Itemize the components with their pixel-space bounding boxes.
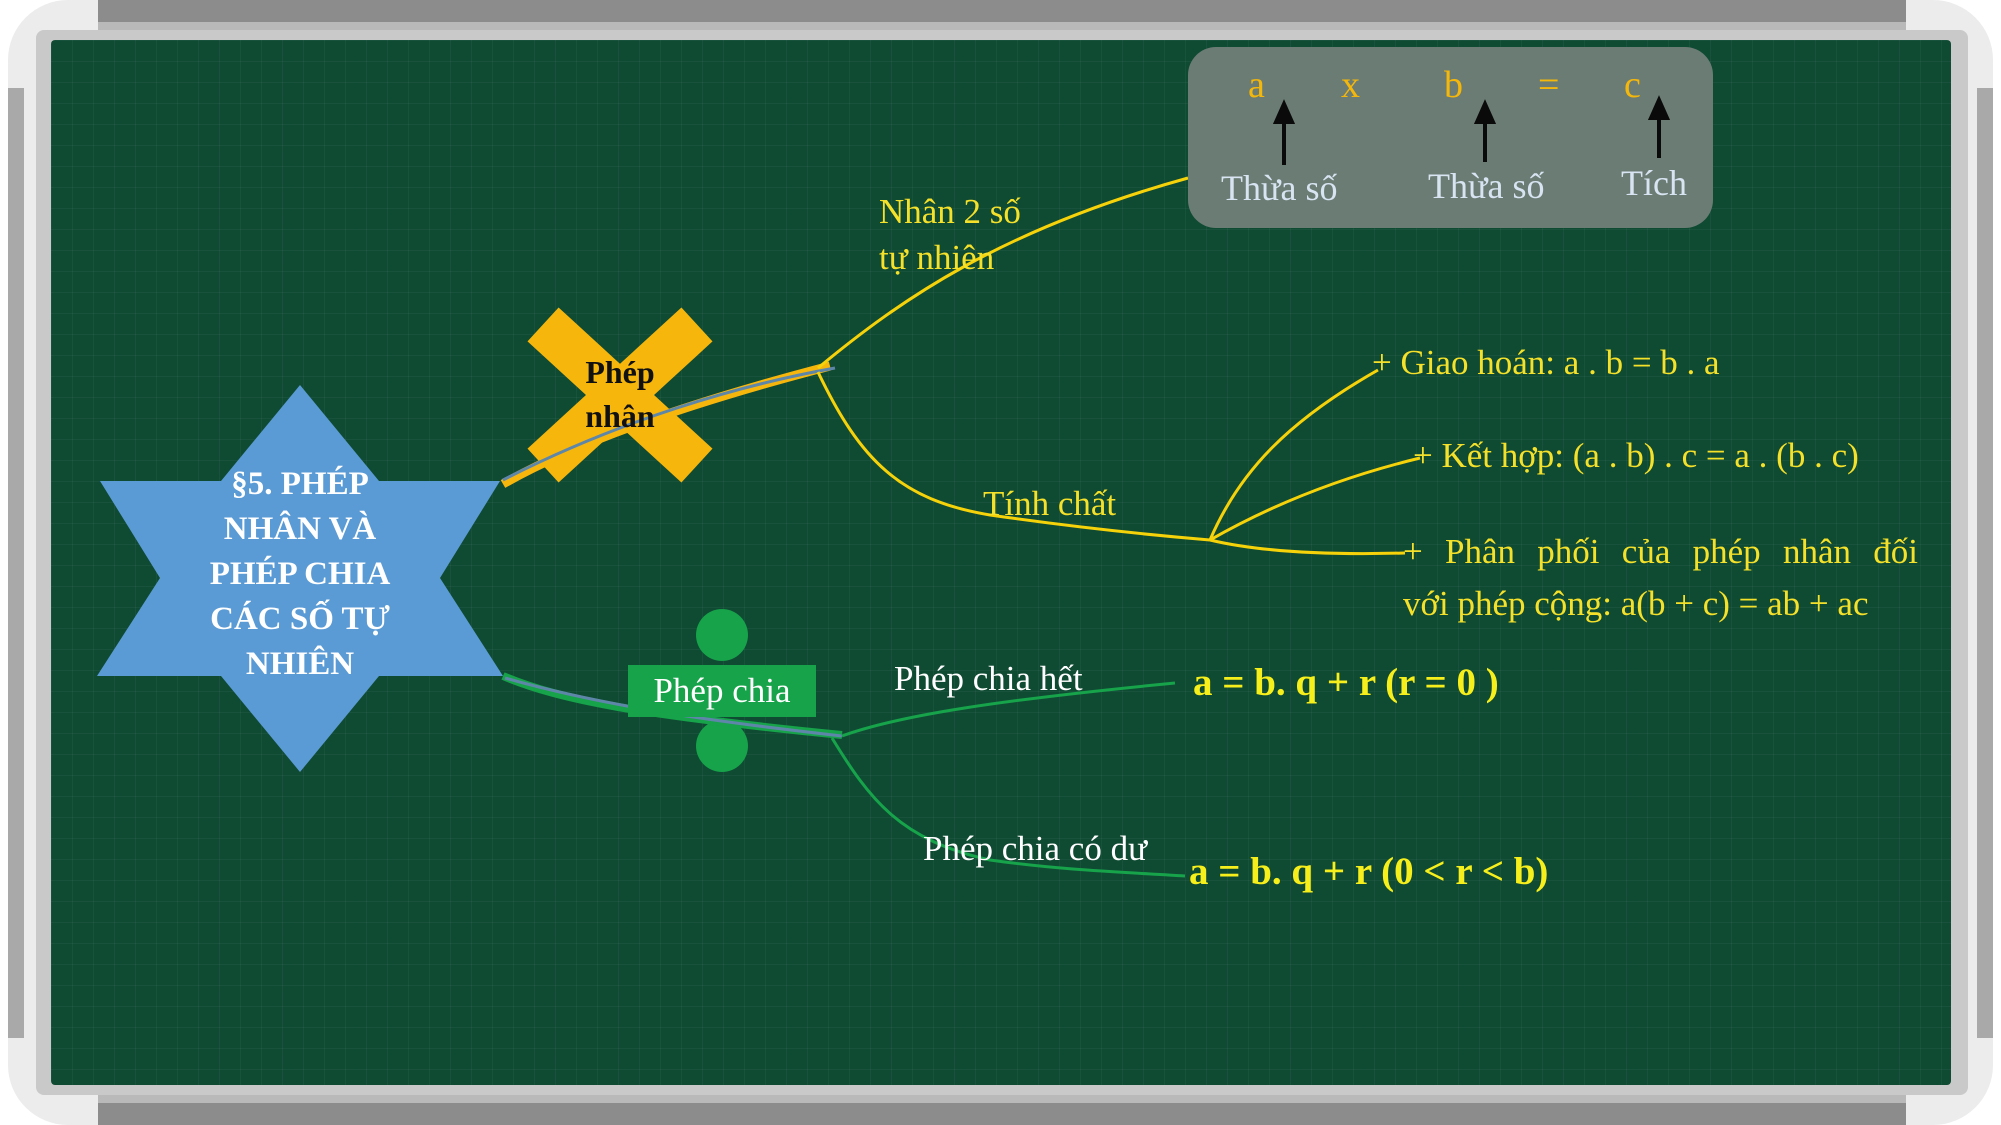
division-to-remainder-link: [830, 737, 1186, 878]
product-branch-line: tự nhiên: [879, 238, 995, 277]
distributive-line: + Phân phối của phép nhân đối: [1403, 532, 1918, 571]
remainder-division-label: Phép chia có dư: [923, 829, 1148, 868]
commutative-property: + Giao hoán: a . b = b . a: [1372, 343, 1720, 382]
formula-symbol-times: x: [1341, 64, 1360, 106]
formula-panel: [1188, 47, 1713, 228]
multiplication-label-line: Phép: [585, 354, 655, 390]
multiplication-to-product-link: [817, 176, 1189, 370]
title-line: CÁC SỐ TỰ: [210, 601, 390, 637]
multiplication-label-line: nhân: [585, 398, 655, 434]
multiplication-cross-shape: [527, 307, 713, 483]
title-star: §5. PHÉP NHÂN VÀ PHÉP CHIA CÁC SỐ TỰ NHI…: [160, 462, 440, 687]
title-line: NHÂN VÀ: [223, 511, 377, 547]
formula-symbol-c: c: [1624, 64, 1641, 106]
exact-division-label: Phép chia hết: [894, 659, 1083, 698]
properties-to-commutative-link: [1208, 368, 1379, 541]
properties-to-associative-link: [1209, 456, 1421, 542]
product-branch-label: Nhân 2 số tự nhiên: [879, 189, 1021, 281]
title-line: §5. PHÉP: [231, 466, 369, 502]
title-star-shape: [97, 385, 503, 772]
formula-symbol-b: b: [1444, 64, 1463, 106]
product-label: Tích: [1621, 163, 1687, 203]
division-dot-top: [696, 609, 748, 661]
properties-label: Tính chất: [983, 484, 1117, 523]
factor-label-1: Thừa số: [1221, 168, 1338, 208]
exact-division-formula: a = b. q + r (r = 0 ): [1193, 661, 1499, 704]
division-dot-bottom: [696, 720, 748, 772]
factor-label-2: Thừa số: [1428, 166, 1545, 206]
properties-to-distributive-link: [1209, 538, 1406, 556]
formula-symbol-equals: =: [1538, 64, 1560, 106]
product-branch-line: Nhân 2 số: [879, 192, 1021, 231]
distributive-property: + Phân phối của phép nhân đối với phép c…: [1403, 526, 1918, 630]
distributive-line: với phép cộng: a(b + c) = ab + ac: [1403, 584, 1869, 623]
title-line: NHIÊN: [245, 646, 355, 682]
division-to-exact-link: [841, 681, 1176, 738]
multiplication-node-label: Phép nhân: [560, 350, 680, 438]
formula-symbol-a: a: [1248, 64, 1265, 106]
title-line: PHÉP CHIA: [209, 556, 391, 592]
remainder-division-formula: a = b. q + r (0 < r < b): [1189, 850, 1549, 893]
associative-property: + Kết hợp: (a . b) . c = a . (b . c): [1413, 436, 1859, 475]
multiplication-to-properties-link: [816, 371, 1211, 542]
division-node: Phép chia: [628, 665, 816, 717]
